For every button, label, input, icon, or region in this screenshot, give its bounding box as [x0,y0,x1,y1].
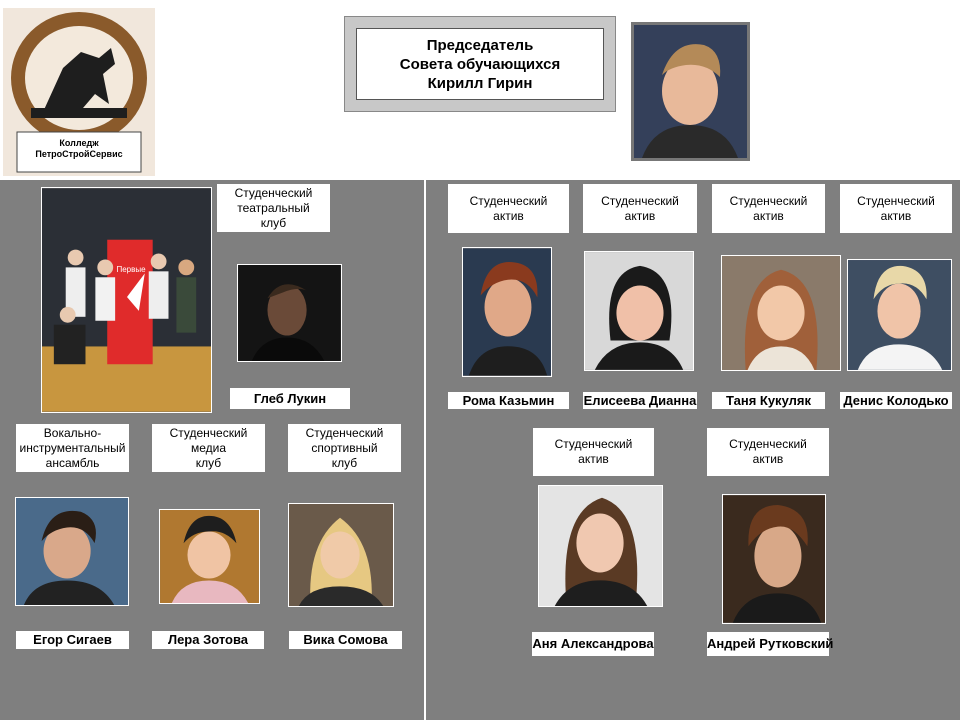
vocal-ensemble-label: Вокально- инструментальный ансамбль [16,424,129,472]
group-banner-label: Первые [116,265,146,274]
person-portrait-icon [722,256,840,370]
active-name-4: Денис Колодько [840,392,952,409]
sport-member-name: Вика Сомова [289,631,402,649]
person-portrait-icon [634,25,747,158]
andrei-rutkovsky-photo [722,494,826,624]
active-name-5: Аня Александрова [532,632,654,656]
person-portrait-icon [848,260,951,370]
active-label-5: Студенческий актив [533,428,654,476]
eliseeva-dianna-photo [584,251,694,371]
active-label-2: Студенческий актив [583,184,697,233]
media-club-label: Студенческий медиа клуб [152,424,265,472]
chairman-title: Председатель Совета обучающихся Кирилл Г… [356,28,604,100]
active-name-3: Таня Кукуляк [712,392,825,409]
panel-divider [424,180,426,720]
active-label-3: Студенческий актив [712,184,825,233]
college-logo: Колледж ПетроСтройСервис [3,8,155,176]
tanya-kukulyak-photo [721,255,841,371]
group-photo-icon [42,188,211,412]
person-portrait-icon [463,248,551,376]
chairman-title-frame: Председатель Совета обучающихся Кирилл Г… [344,16,616,112]
theater-member-name: Глеб Лукин [230,388,350,409]
theater-club-label: Студенческий театральный клуб [217,184,330,232]
active-name-6: Андрей Рутковский [707,632,833,656]
media-member-name: Лера Зотова [152,631,264,649]
person-portrait-icon [160,510,259,603]
vocal-member-name: Егор Сигаев [16,631,129,649]
person-portrait-icon [289,504,393,606]
vika-somova-photo [288,503,394,607]
theater-group-photo [41,187,212,413]
sport-club-label: Студенческий спортивный клуб [288,424,401,472]
active-name-1: Рома Казьмин [448,392,569,409]
chairman-photo [631,22,750,161]
active-label-4: Студенческий актив [840,184,952,233]
active-label-1: Студенческий актив [448,184,569,233]
gleb-lukin-photo [237,264,342,362]
person-portrait-icon [16,498,128,605]
logo-text: Колледж ПетроСтройСервис [35,138,123,159]
roma-kazmin-photo [462,247,552,377]
person-portrait-icon [585,252,693,370]
active-name-2: Елисеева Дианна [583,392,697,409]
egor-sigaev-photo [15,497,129,606]
person-portrait-icon [723,495,825,623]
person-portrait-icon [238,265,341,361]
person-portrait-icon [539,486,662,606]
active-label-6: Студенческий актив [707,428,829,476]
denis-kolodko-photo [847,259,952,371]
bronze-horseman-icon [11,12,147,173]
anya-aleksandrova-photo [538,485,663,607]
lera-zotova-photo [159,509,260,604]
